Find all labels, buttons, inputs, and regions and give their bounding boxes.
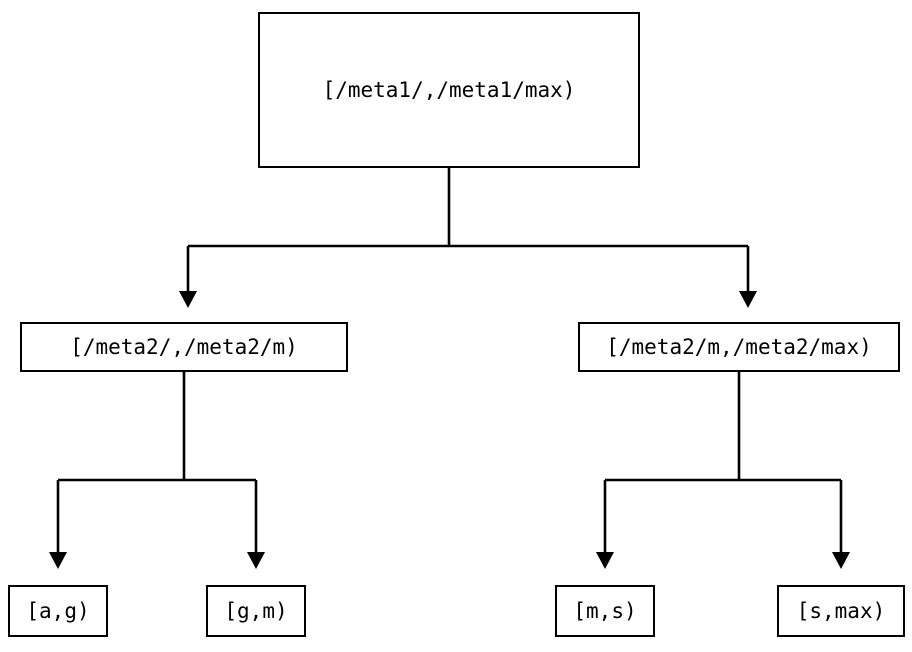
arrowhead-mid-left — [179, 291, 197, 308]
node-mid-right[interactable]: [/meta2/m,/meta2/max) — [578, 322, 900, 372]
node-mid-left[interactable]: [/meta2/,/meta2/m) — [20, 322, 348, 372]
arrowhead-leaf-2 — [247, 552, 265, 569]
node-leaf-a-g-label: [a,g) — [26, 598, 90, 623]
node-root-label: [/meta1/,/meta1/max) — [322, 77, 576, 102]
edge-root-to-mid-left — [186, 168, 750, 291]
node-mid-left-label: [/meta2/,/meta2/m) — [70, 334, 298, 359]
node-leaf-m-s-label: [m,s) — [573, 598, 637, 623]
arrowhead-mid-right — [739, 291, 757, 308]
node-leaf-a-g[interactable]: [a,g) — [8, 585, 108, 637]
arrowhead-leaf-1 — [49, 552, 67, 569]
node-root[interactable]: [/meta1/,/meta1/max) — [258, 12, 640, 168]
arrowhead-leaf-3 — [596, 552, 614, 569]
arrowhead-leaf-4 — [832, 552, 850, 569]
edge-mid-right-children — [603, 372, 843, 552]
node-leaf-s-max-label: [s,max) — [796, 598, 886, 623]
node-leaf-g-m-label: [g,m) — [224, 598, 288, 623]
edge-mid-left-children — [56, 372, 258, 552]
node-leaf-g-m[interactable]: [g,m) — [206, 585, 306, 637]
node-leaf-m-s[interactable]: [m,s) — [555, 585, 655, 637]
node-mid-right-label: [/meta2/m,/meta2/max) — [606, 334, 872, 359]
node-leaf-s-max[interactable]: [s,max) — [777, 585, 905, 637]
